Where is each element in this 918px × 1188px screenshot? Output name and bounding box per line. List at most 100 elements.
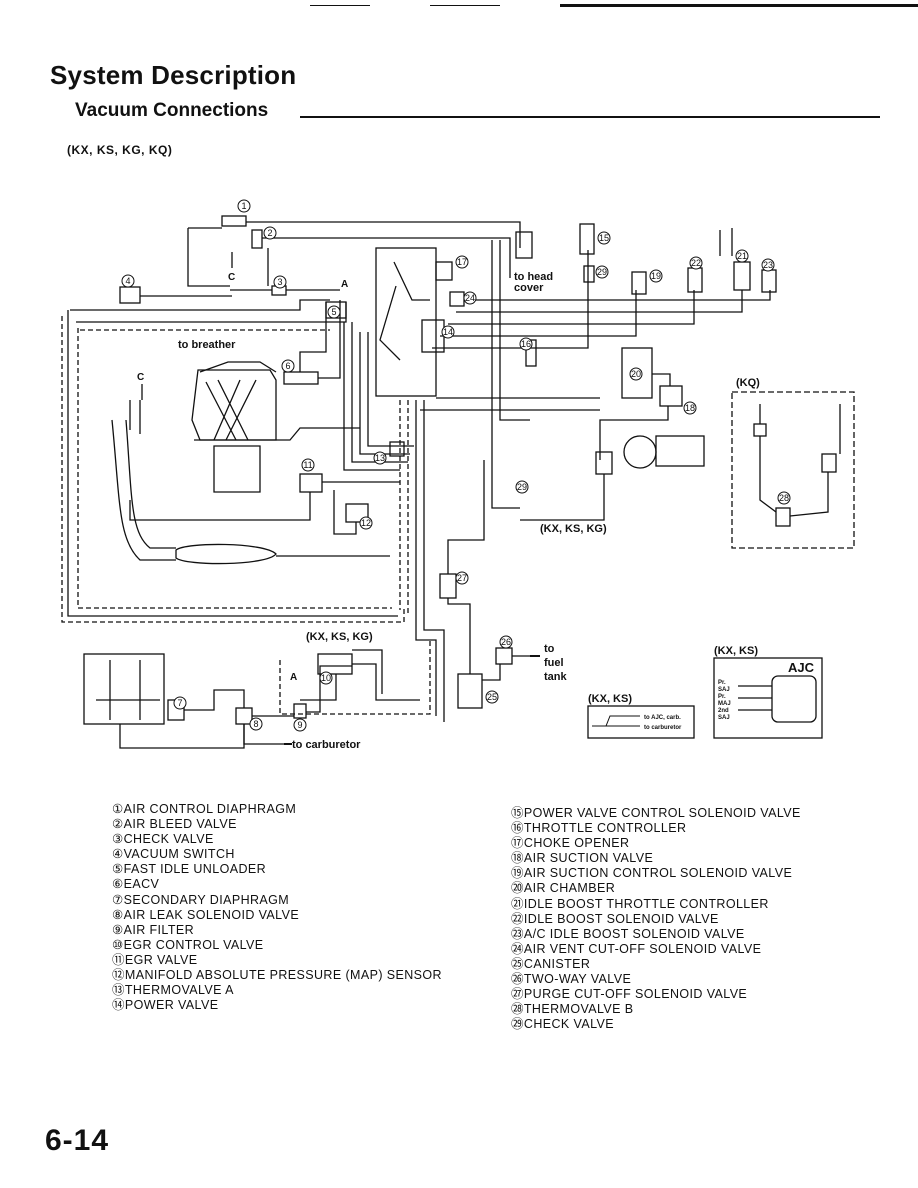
label-ajc-maj: MAJ xyxy=(718,701,731,707)
legend-item: ㉘THERMOVALVE B xyxy=(511,1002,634,1017)
line-purge xyxy=(447,460,485,574)
inner-dashed-loop xyxy=(77,328,392,609)
label-to-ajc-carb: to AJC, carb. xyxy=(644,715,681,721)
label-to-fuel-2: fuel xyxy=(544,657,564,669)
svg-text:7: 7 xyxy=(177,698,182,708)
line-18 xyxy=(599,373,671,460)
legend-item: ㉔AIR VENT CUT-OFF SOLENOID VALVE xyxy=(511,941,762,956)
svg-text:10: 10 xyxy=(321,673,331,683)
legend-left: ①AIR CONTROL DIAPHRAGM ②AIR BLEED VALVE … xyxy=(112,802,442,1013)
legend-right: ⑮POWER VALVE CONTROL SOLENOID VALVE ⑯THR… xyxy=(511,806,801,1032)
label-to-head-cover-1: to head xyxy=(514,271,553,283)
svg-text:8: 8 xyxy=(253,719,258,729)
exhaust-pipe-2 xyxy=(125,419,176,549)
section-subtitle: Vacuum Connections xyxy=(75,100,269,121)
svg-text:20: 20 xyxy=(631,369,641,379)
label-to-carburetor: to carburetor xyxy=(292,739,361,751)
label-to-fuel-1: to xyxy=(544,643,555,655)
line-7b xyxy=(119,724,245,749)
label-kx-ks-kg-bottom: (KX, KS, KG) xyxy=(306,631,373,643)
legend-item: ⑭POWER VALVE xyxy=(112,998,219,1013)
line-1-top xyxy=(246,221,521,248)
label-port-c1: C xyxy=(228,272,235,283)
legend-item: ⑬THERMOVALVE A xyxy=(112,983,234,998)
line-right-5 xyxy=(432,250,589,349)
line-canister xyxy=(447,598,530,681)
page-title: System Description xyxy=(50,60,297,90)
bundle-4 xyxy=(367,332,414,447)
label-port-a2: A xyxy=(290,672,297,683)
svg-text:16: 16 xyxy=(521,339,531,349)
legend-item: ㉕CANISTER xyxy=(511,956,591,971)
component-6 xyxy=(283,371,319,385)
ajc-carb-lines xyxy=(592,715,640,727)
legend-item: ①AIR CONTROL DIAPHRAGM xyxy=(112,802,297,816)
carburetor-body xyxy=(375,247,437,397)
line-6b xyxy=(299,302,327,372)
svg-text:6: 6 xyxy=(285,361,290,371)
line-2 xyxy=(262,237,511,278)
svg-text:15: 15 xyxy=(599,233,609,243)
svg-text:18: 18 xyxy=(685,403,695,413)
engine-piston xyxy=(213,445,261,493)
head-lines xyxy=(205,379,257,441)
svg-text:19: 19 xyxy=(651,271,661,281)
component-21 xyxy=(733,261,751,291)
svg-text:2: 2 xyxy=(267,228,272,238)
label-port-c2: C xyxy=(137,372,144,383)
svg-text:13: 13 xyxy=(375,453,385,463)
label-port-a1: A xyxy=(341,279,348,290)
legend-item: ㉑IDLE BOOST THROTTLE CONTROLLER xyxy=(511,896,769,911)
legend-item: ⑩EGR CONTROL VALVE xyxy=(112,937,264,952)
header-rule-right xyxy=(560,4,918,7)
idle-boost-cable xyxy=(719,228,733,256)
header-rule-left xyxy=(310,5,370,6)
ajc-body xyxy=(771,675,817,723)
outer-solid-loop xyxy=(67,310,398,617)
label-ajc-saj1: SAJ xyxy=(718,687,730,693)
component-15 xyxy=(579,223,595,255)
svg-text:12: 12 xyxy=(361,518,371,528)
distributor-housing xyxy=(655,435,705,467)
legend-item: ⑰CHOKE OPENER xyxy=(511,836,630,851)
component-8 xyxy=(235,707,253,725)
svg-text:29: 29 xyxy=(517,482,527,492)
label-to-fuel-3: tank xyxy=(544,671,568,683)
component-4 xyxy=(119,286,141,304)
label-to-breather: to breather xyxy=(178,339,236,351)
cylinder-head xyxy=(194,427,360,441)
legend-item: ⑥EACV xyxy=(112,877,160,892)
line-right-4 xyxy=(440,290,637,337)
air-filter-pipe xyxy=(129,400,141,434)
legend-item: ⑤FAST IDLE UNLOADER xyxy=(112,862,267,877)
svg-text:21: 21 xyxy=(737,251,747,261)
component-22 xyxy=(687,267,703,293)
component-12 xyxy=(345,503,369,523)
lines-10 xyxy=(300,649,420,701)
bundle-1 xyxy=(343,322,400,471)
legend-item: ⑯THROTTLE CONTROLLER xyxy=(511,821,687,836)
line-right-2 xyxy=(456,290,743,313)
svg-text:25: 25 xyxy=(487,692,497,702)
catalytic-converter xyxy=(175,543,277,565)
outer-dashed-loop xyxy=(61,316,405,623)
bundle-3 xyxy=(359,332,410,455)
line-28 xyxy=(520,474,605,521)
line-to-carburetor xyxy=(243,724,284,745)
carb-secondary-body xyxy=(83,653,165,725)
line-right-8 xyxy=(499,240,530,421)
line-11 xyxy=(129,481,400,521)
line-12 xyxy=(333,490,357,535)
component-20 xyxy=(621,347,653,399)
legend-item: ④VACUUM SWITCH xyxy=(112,847,235,862)
label-to-carburetor-small: to carburetor xyxy=(644,725,682,731)
line-right-3 xyxy=(448,290,695,325)
svg-text:28: 28 xyxy=(779,493,789,503)
kq-inset-frame xyxy=(731,391,855,549)
component-29 xyxy=(583,265,595,283)
label-kx-ks-left: (KX, KS) xyxy=(588,693,632,705)
svg-text:1: 1 xyxy=(241,201,246,211)
kq-valve-top xyxy=(753,423,767,437)
